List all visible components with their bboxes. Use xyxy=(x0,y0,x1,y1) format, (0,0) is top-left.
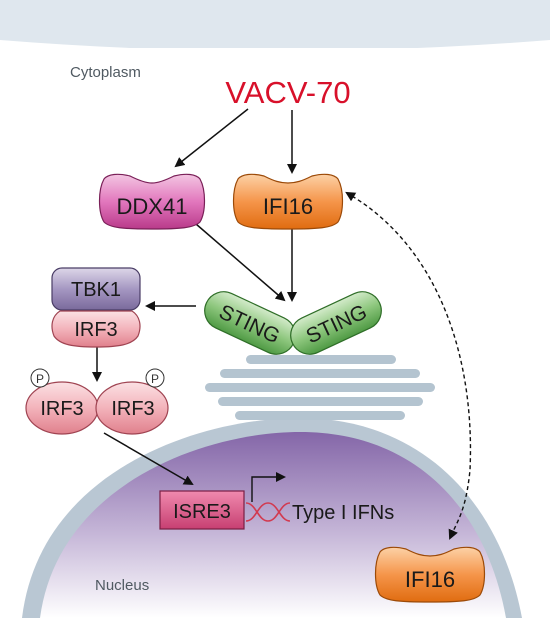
tbk1-protein: TBK1 xyxy=(51,267,141,311)
ifi16-cytoplasm-label: IFI16 xyxy=(263,194,313,219)
arrow-ifi16-shuttle xyxy=(345,191,472,540)
arrow-dimer-to-isre3 xyxy=(103,432,194,486)
cell-membrane-band xyxy=(0,0,550,48)
arrow-ddx41-to-sting xyxy=(195,223,286,302)
phosphate-right-label: P xyxy=(151,372,159,386)
arrow-vacv-to-ddx41 xyxy=(174,108,249,168)
endoplasmic-reticulum xyxy=(205,355,435,420)
tbk1-label: TBK1 xyxy=(71,279,121,301)
ddx41-protein: DDX41 xyxy=(98,173,206,230)
irf3-label: IRF3 xyxy=(74,319,117,341)
isre3-element: ISRE3 xyxy=(159,490,245,530)
irf3-protein: IRF3 xyxy=(51,310,141,348)
nucleus-label: Nucleus xyxy=(95,577,149,594)
vacv-70-label: VACV-70 xyxy=(225,75,350,110)
isre3-label: ISRE3 xyxy=(173,501,231,523)
cytoplasm-label: Cytoplasm xyxy=(70,64,141,81)
sting-left-protein: STING xyxy=(204,291,296,355)
transcription-start-arrow xyxy=(251,472,286,502)
cell-membrane-edge xyxy=(0,40,550,63)
irf3-right-label: IRF3 xyxy=(111,398,154,420)
ddx41-label: DDX41 xyxy=(117,194,188,219)
sting-right-protein: STING xyxy=(290,291,382,355)
irf3-left-label: IRF3 xyxy=(40,398,83,420)
phosphate-right: P xyxy=(145,368,165,388)
type-i-ifns-label: Type I IFNs xyxy=(292,502,394,524)
ifi16-nucleus-protein: IFI16 xyxy=(374,546,486,603)
ifi16-cytoplasm-protein: IFI16 xyxy=(232,173,344,230)
dna-helix-icon xyxy=(245,502,291,522)
ifi16-nucleus-label: IFI16 xyxy=(405,567,455,592)
irf3-right-protein xyxy=(95,381,169,435)
phosphate-left: P xyxy=(30,368,50,388)
irf3-dimer: IRF3 IRF3 P P xyxy=(25,368,169,435)
phosphate-left-label: P xyxy=(36,372,44,386)
